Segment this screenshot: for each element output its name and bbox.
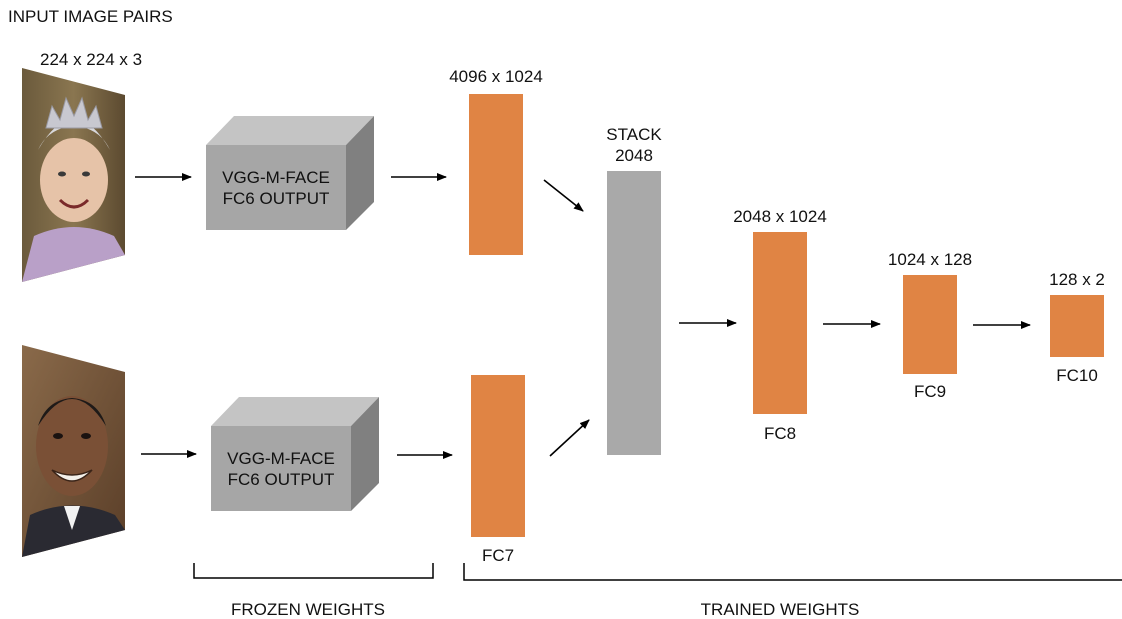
- fc8-layer: [753, 232, 807, 414]
- trained-weights-bracket: [463, 563, 1122, 581]
- fc8-dims: 2048 x 1024: [733, 207, 827, 226]
- vgg-top-line2: FC6 OUTPUT: [222, 189, 330, 208]
- fc7-label: FC7: [481, 546, 515, 565]
- stack-dims: 2048: [615, 146, 653, 165]
- fc10-layer: [1050, 295, 1104, 357]
- vgg-bottom-line1: VGG-M-FACE: [227, 449, 335, 468]
- arrow-fc7-top-to-stack: [543, 179, 584, 212]
- fc10-dims: 128 x 2: [1049, 270, 1105, 289]
- trained-weights-label: TRAINED WEIGHTS: [700, 600, 860, 619]
- fc9-layer: [903, 275, 957, 374]
- top-portrait-photo: [22, 68, 125, 282]
- frozen-weights-label: FROZEN WEIGHTS: [231, 600, 385, 619]
- vgg-top-line1: VGG-M-FACE: [222, 168, 330, 187]
- fc7-top-dims: 4096 x 1024: [449, 67, 543, 86]
- vgg-bottom-line2: FC6 OUTPUT: [227, 470, 335, 489]
- fc9-dims: 1024 x 128: [887, 250, 973, 269]
- vgg-block-top: [206, 116, 374, 230]
- fc8-label: FC8: [763, 424, 797, 443]
- bottom-portrait-photo: [22, 345, 125, 557]
- frozen-weights-bracket: [193, 563, 434, 579]
- arrow-fc7-bottom-to-stack: [549, 419, 590, 457]
- vgg-block-bottom: [211, 397, 379, 511]
- fc10-label: FC10: [1056, 366, 1098, 385]
- page-title: INPUT IMAGE PAIRS: [8, 7, 173, 26]
- fc7-layer-bottom: [471, 375, 525, 537]
- fc7-layer-top: [469, 94, 523, 255]
- stack-layer: [607, 171, 661, 455]
- stack-name: STACK: [606, 125, 662, 144]
- input-size-label: 224 x 224 x 3: [40, 50, 143, 69]
- fc9-label: FC9: [913, 382, 947, 401]
